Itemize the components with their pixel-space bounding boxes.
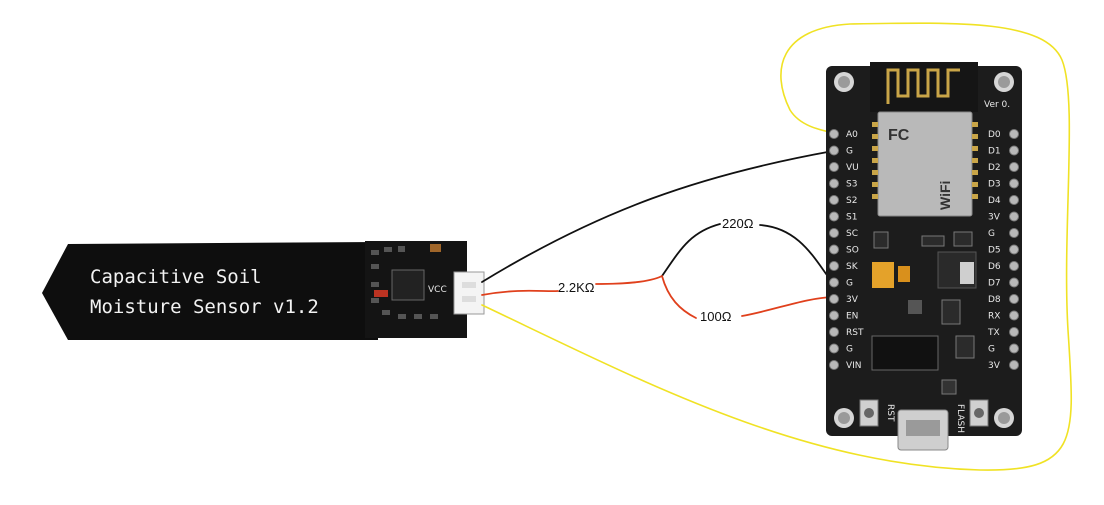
left-header-pin [829, 261, 839, 271]
left-pin-label: EN [846, 312, 858, 322]
resistor-100-label: 100Ω [700, 309, 732, 324]
left-pin-label: S3 [846, 180, 857, 190]
left-pin-label: SO [846, 246, 859, 256]
left-header-pin [829, 178, 839, 189]
sensor-components [371, 244, 441, 319]
left-pin-label: SC [846, 229, 858, 239]
right-header-pin [1009, 261, 1019, 271]
left-header-pin [829, 310, 839, 321]
left-header-pin [829, 327, 839, 337]
left-header-pin [829, 162, 839, 172]
left-header-pin [829, 129, 839, 139]
left-header-pin [829, 343, 839, 354]
left-pin-label: A0 [846, 130, 858, 140]
right-header-pin [1009, 277, 1019, 288]
sensor-vcc-silk: VCC [428, 285, 447, 295]
right-header-pin [1009, 294, 1019, 304]
left-header-pin [829, 244, 839, 255]
left-header-pin [829, 360, 839, 370]
left-pin-label: RST [846, 328, 864, 338]
wire-red-vcc [481, 289, 559, 296]
left-header-pin [829, 294, 839, 304]
left-header-pins [829, 129, 839, 370]
right-header-pin [1009, 360, 1019, 370]
right-pin-label: G [988, 345, 995, 355]
wire-black-ground [481, 150, 834, 283]
right-header-pin [1009, 145, 1019, 156]
wire-black-220-out [759, 224, 833, 283]
right-header-pin [1009, 244, 1019, 255]
right-header-pin [1009, 129, 1019, 139]
right-header-pins [1009, 129, 1019, 370]
left-pin-label: S2 [846, 196, 857, 206]
flash-label: FLASH [955, 404, 965, 433]
right-pin-label: D5 [988, 246, 1001, 256]
wire-red-100-out [741, 296, 834, 317]
left-header-pin [829, 145, 839, 156]
left-header-pin [829, 228, 839, 238]
esp-fc-mark: FC [888, 127, 910, 144]
sensor-title-line-1: Capacitive Soil [90, 266, 262, 288]
right-header-pin [1009, 310, 1019, 321]
right-header-pin [1009, 343, 1019, 354]
left-pin-label: VIN [846, 361, 862, 371]
left-pin-label: G [846, 345, 853, 355]
right-pin-label: 3V [988, 361, 1001, 371]
rst-button [859, 399, 879, 427]
esp-castellations [872, 122, 978, 199]
soil-moisture-sensor: VCC Capacitive Soil Moisture Sensor v1.2 [42, 241, 485, 340]
sensor-jst-connector [453, 271, 485, 315]
left-pin-label: 3V [846, 295, 859, 305]
right-pin-label: D0 [988, 130, 1001, 140]
left-pin-label: SK [846, 262, 859, 272]
sensor-title-line-2: Moisture Sensor v1.2 [90, 296, 319, 318]
right-pin-label: D8 [988, 295, 1001, 305]
right-header-pin [1009, 211, 1019, 222]
board-components [871, 231, 977, 395]
right-pin-label: D7 [988, 279, 1001, 289]
right-header-pin [1009, 228, 1019, 238]
left-pin-label: G [846, 147, 853, 157]
wire-red-100-branch [661, 275, 697, 319]
right-header-pin [1009, 178, 1019, 189]
resistor-labels: 2.2KΩ 220Ω 100Ω [558, 216, 754, 324]
right-pin-label: RX [988, 312, 1000, 322]
right-header-pin [1009, 162, 1019, 172]
rst-label: RST [885, 404, 895, 422]
left-header-pin [829, 195, 839, 205]
esp12-antenna-area [870, 62, 978, 112]
esp12-shield [877, 111, 973, 217]
right-pin-label: D3 [988, 180, 1001, 190]
left-header-pin [829, 211, 839, 222]
nodemcu-board: FC WiFi Ver 0. [826, 62, 1022, 451]
right-pin-label: D4 [988, 196, 1001, 206]
left-pin-label: S1 [846, 213, 857, 223]
right-pin-label: D1 [988, 147, 1001, 157]
antenna-trace [886, 68, 960, 104]
right-header-pin [1009, 195, 1019, 205]
right-pin-label: D6 [988, 262, 1001, 272]
right-pin-label: D2 [988, 163, 1001, 173]
esp-wifi-logo: WiFi [937, 181, 953, 210]
right-pin-label: 3V [988, 213, 1001, 223]
mounting-holes [834, 72, 1014, 428]
board-version-label: Ver 0. [984, 100, 1010, 110]
right-pin-label: G [988, 229, 995, 239]
resistor-220-label: 220Ω [722, 216, 754, 231]
wire-red-2k2-out [595, 275, 663, 285]
wires [481, 22, 1073, 471]
flash-button [969, 399, 989, 427]
left-pin-label: G [846, 279, 853, 289]
sensor-probe-body [42, 242, 378, 340]
wire-black-220-branch [661, 223, 721, 277]
left-pin-label: VU [846, 163, 859, 173]
right-header-pin [1009, 327, 1019, 337]
left-header-pin [829, 277, 839, 288]
right-pin-label: TX [987, 328, 1000, 338]
wire-yellow-signal [481, 22, 1073, 471]
resistor-2k2-label: 2.2KΩ [558, 280, 595, 295]
